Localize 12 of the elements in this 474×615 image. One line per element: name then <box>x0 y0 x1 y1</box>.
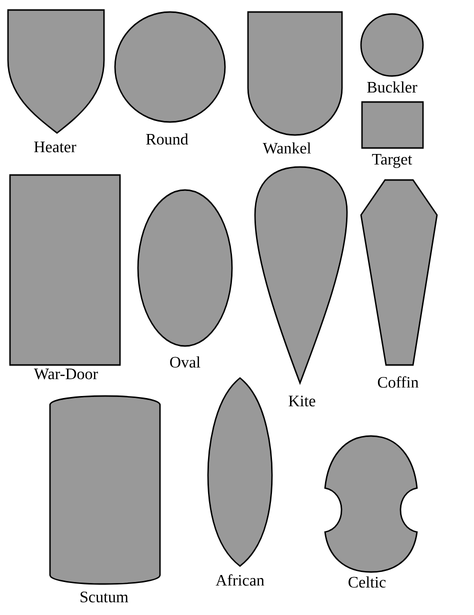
shield-label: Target <box>372 154 412 168</box>
shield-label: African <box>216 574 264 586</box>
shield-label: Round <box>146 133 188 145</box>
shield-label: Celtic <box>348 576 386 588</box>
shield-label: War-Door <box>34 368 98 380</box>
shield-label: Buckler <box>367 81 418 93</box>
shield-label: Coffin <box>378 376 419 388</box>
shield-label: Scutum <box>80 592 128 602</box>
shield-label: Heater <box>34 142 76 152</box>
shield-label: Wankel <box>262 142 311 154</box>
shield-label: Kite <box>288 396 316 406</box>
shield-label: Oval <box>170 356 200 368</box>
